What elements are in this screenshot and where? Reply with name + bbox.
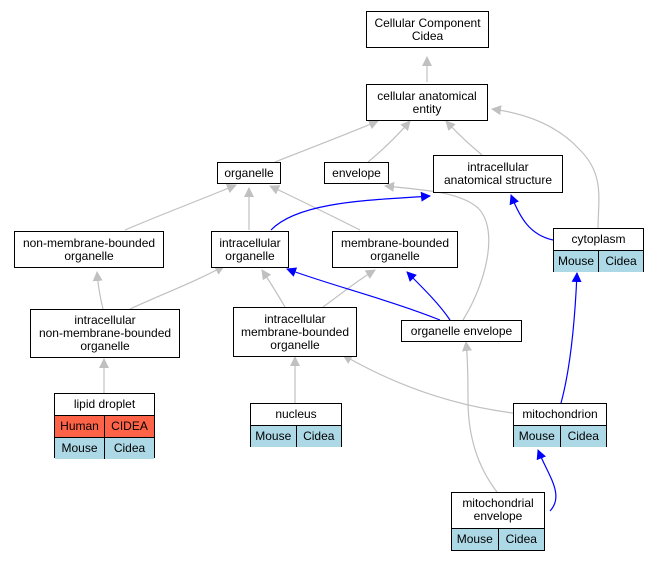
gene-row: Mouse Cidea — [514, 426, 606, 447]
edge-io-to-ias — [270, 191, 431, 231]
node-line: organelle — [370, 248, 420, 263]
gene-cell: Cidea — [598, 251, 643, 272]
node-organelle[interactable]: organelle — [217, 162, 281, 184]
edge-cytoplasm-to-ias — [509, 194, 554, 241]
species-cell: Mouse — [61, 441, 98, 455]
species-cell: Mouse — [456, 532, 493, 546]
edge-mito-to-imbo — [342, 354, 514, 414]
node-line: organelle — [64, 248, 114, 263]
node-line: entity — [412, 101, 442, 116]
edge-ias-to-cae — [445, 120, 483, 156]
gene-cell: Cidea — [104, 438, 154, 459]
edge-organelle-to-cae — [274, 119, 379, 163]
edge-mitoenv-to-mito — [536, 449, 557, 512]
edge-oe-to-envelope — [384, 181, 490, 321]
edge-nmbo-to-organelle — [124, 183, 237, 231]
node-line: anatomical structure — [443, 173, 553, 187]
node-line: organelle — [225, 248, 275, 263]
gene-row: Mouse Cidea — [452, 529, 544, 550]
record-nucleus[interactable]: nucleus Mouse Cidea — [250, 403, 342, 447]
node-line: intracellular — [74, 313, 136, 327]
edge-imbo-to-io — [261, 269, 286, 308]
species-cell: Human — [60, 419, 99, 433]
record-label: mitochondrion — [514, 404, 606, 426]
node-line: organelle — [80, 339, 130, 353]
species-cell: Mouse — [255, 429, 292, 443]
edge-mitoenv-to-oe — [462, 341, 498, 493]
edge-imbo-to-mbo — [322, 269, 376, 308]
node-line: Cidea — [411, 28, 444, 43]
node-line: non-membrane-bounded — [22, 235, 156, 250]
gene-row: Mouse Cidea — [251, 426, 341, 447]
edge-envelope-to-cae — [367, 120, 411, 163]
gene-cell: Cidea — [295, 426, 342, 447]
edge-cytoplasm-to-cae — [491, 105, 600, 231]
node-line: membrane-bounded — [240, 324, 350, 339]
node-organelle-envelope[interactable]: organelle envelope — [401, 320, 522, 342]
gene-cell: Cidea — [559, 426, 607, 447]
node-line: organelle — [270, 337, 320, 352]
edge-oe-to-io — [286, 267, 441, 321]
record-lipid-droplet[interactable]: lipid droplet Human CIDEA Mouse Cidea — [54, 393, 155, 459]
gene-row: Mouse Cidea — [554, 251, 643, 272]
node-line: Cellular Component — [374, 15, 481, 30]
record-cytoplasm[interactable]: cytoplasm Mouse Cidea — [553, 228, 644, 272]
node-envelope[interactable]: envelope — [324, 162, 389, 184]
node-label: organelle — [224, 165, 274, 180]
node-line: cellular anatomical — [377, 88, 477, 103]
gene-cell: CIDEA — [104, 416, 154, 437]
record-label: cytoplasm — [554, 229, 643, 251]
gene-cell: Cidea — [497, 529, 545, 550]
gene-row: Human CIDEA — [55, 416, 154, 437]
edge-inmbo-to-nmbo — [92, 271, 104, 310]
record-label: lipid droplet — [55, 394, 154, 416]
node-label: organelle envelope — [410, 323, 513, 338]
record-line: mitochondrial — [462, 496, 534, 510]
record-label: nucleus — [251, 404, 341, 426]
edge-mito-to-cytoplasm — [560, 272, 582, 404]
node-line: non-membrane-bounded — [38, 326, 172, 340]
edge-mbo-to-organelle — [269, 185, 361, 231]
species-cell: Mouse — [557, 254, 595, 268]
gene-row: Mouse Cidea — [55, 437, 154, 459]
edge-inmbo-to-io — [129, 265, 225, 310]
node-line: intracellular — [264, 311, 326, 326]
node-line: intracellular — [219, 235, 281, 250]
node-line: intracellular — [467, 160, 529, 174]
species-cell: Mouse — [518, 429, 555, 443]
node-label: envelope — [332, 165, 381, 180]
node-line: membrane-bounded — [340, 235, 450, 250]
record-mitochondrion[interactable]: mitochondrion Mouse Cidea — [513, 403, 607, 447]
edge-oe-to-mbo — [406, 271, 451, 321]
record-line: envelope — [473, 509, 523, 523]
